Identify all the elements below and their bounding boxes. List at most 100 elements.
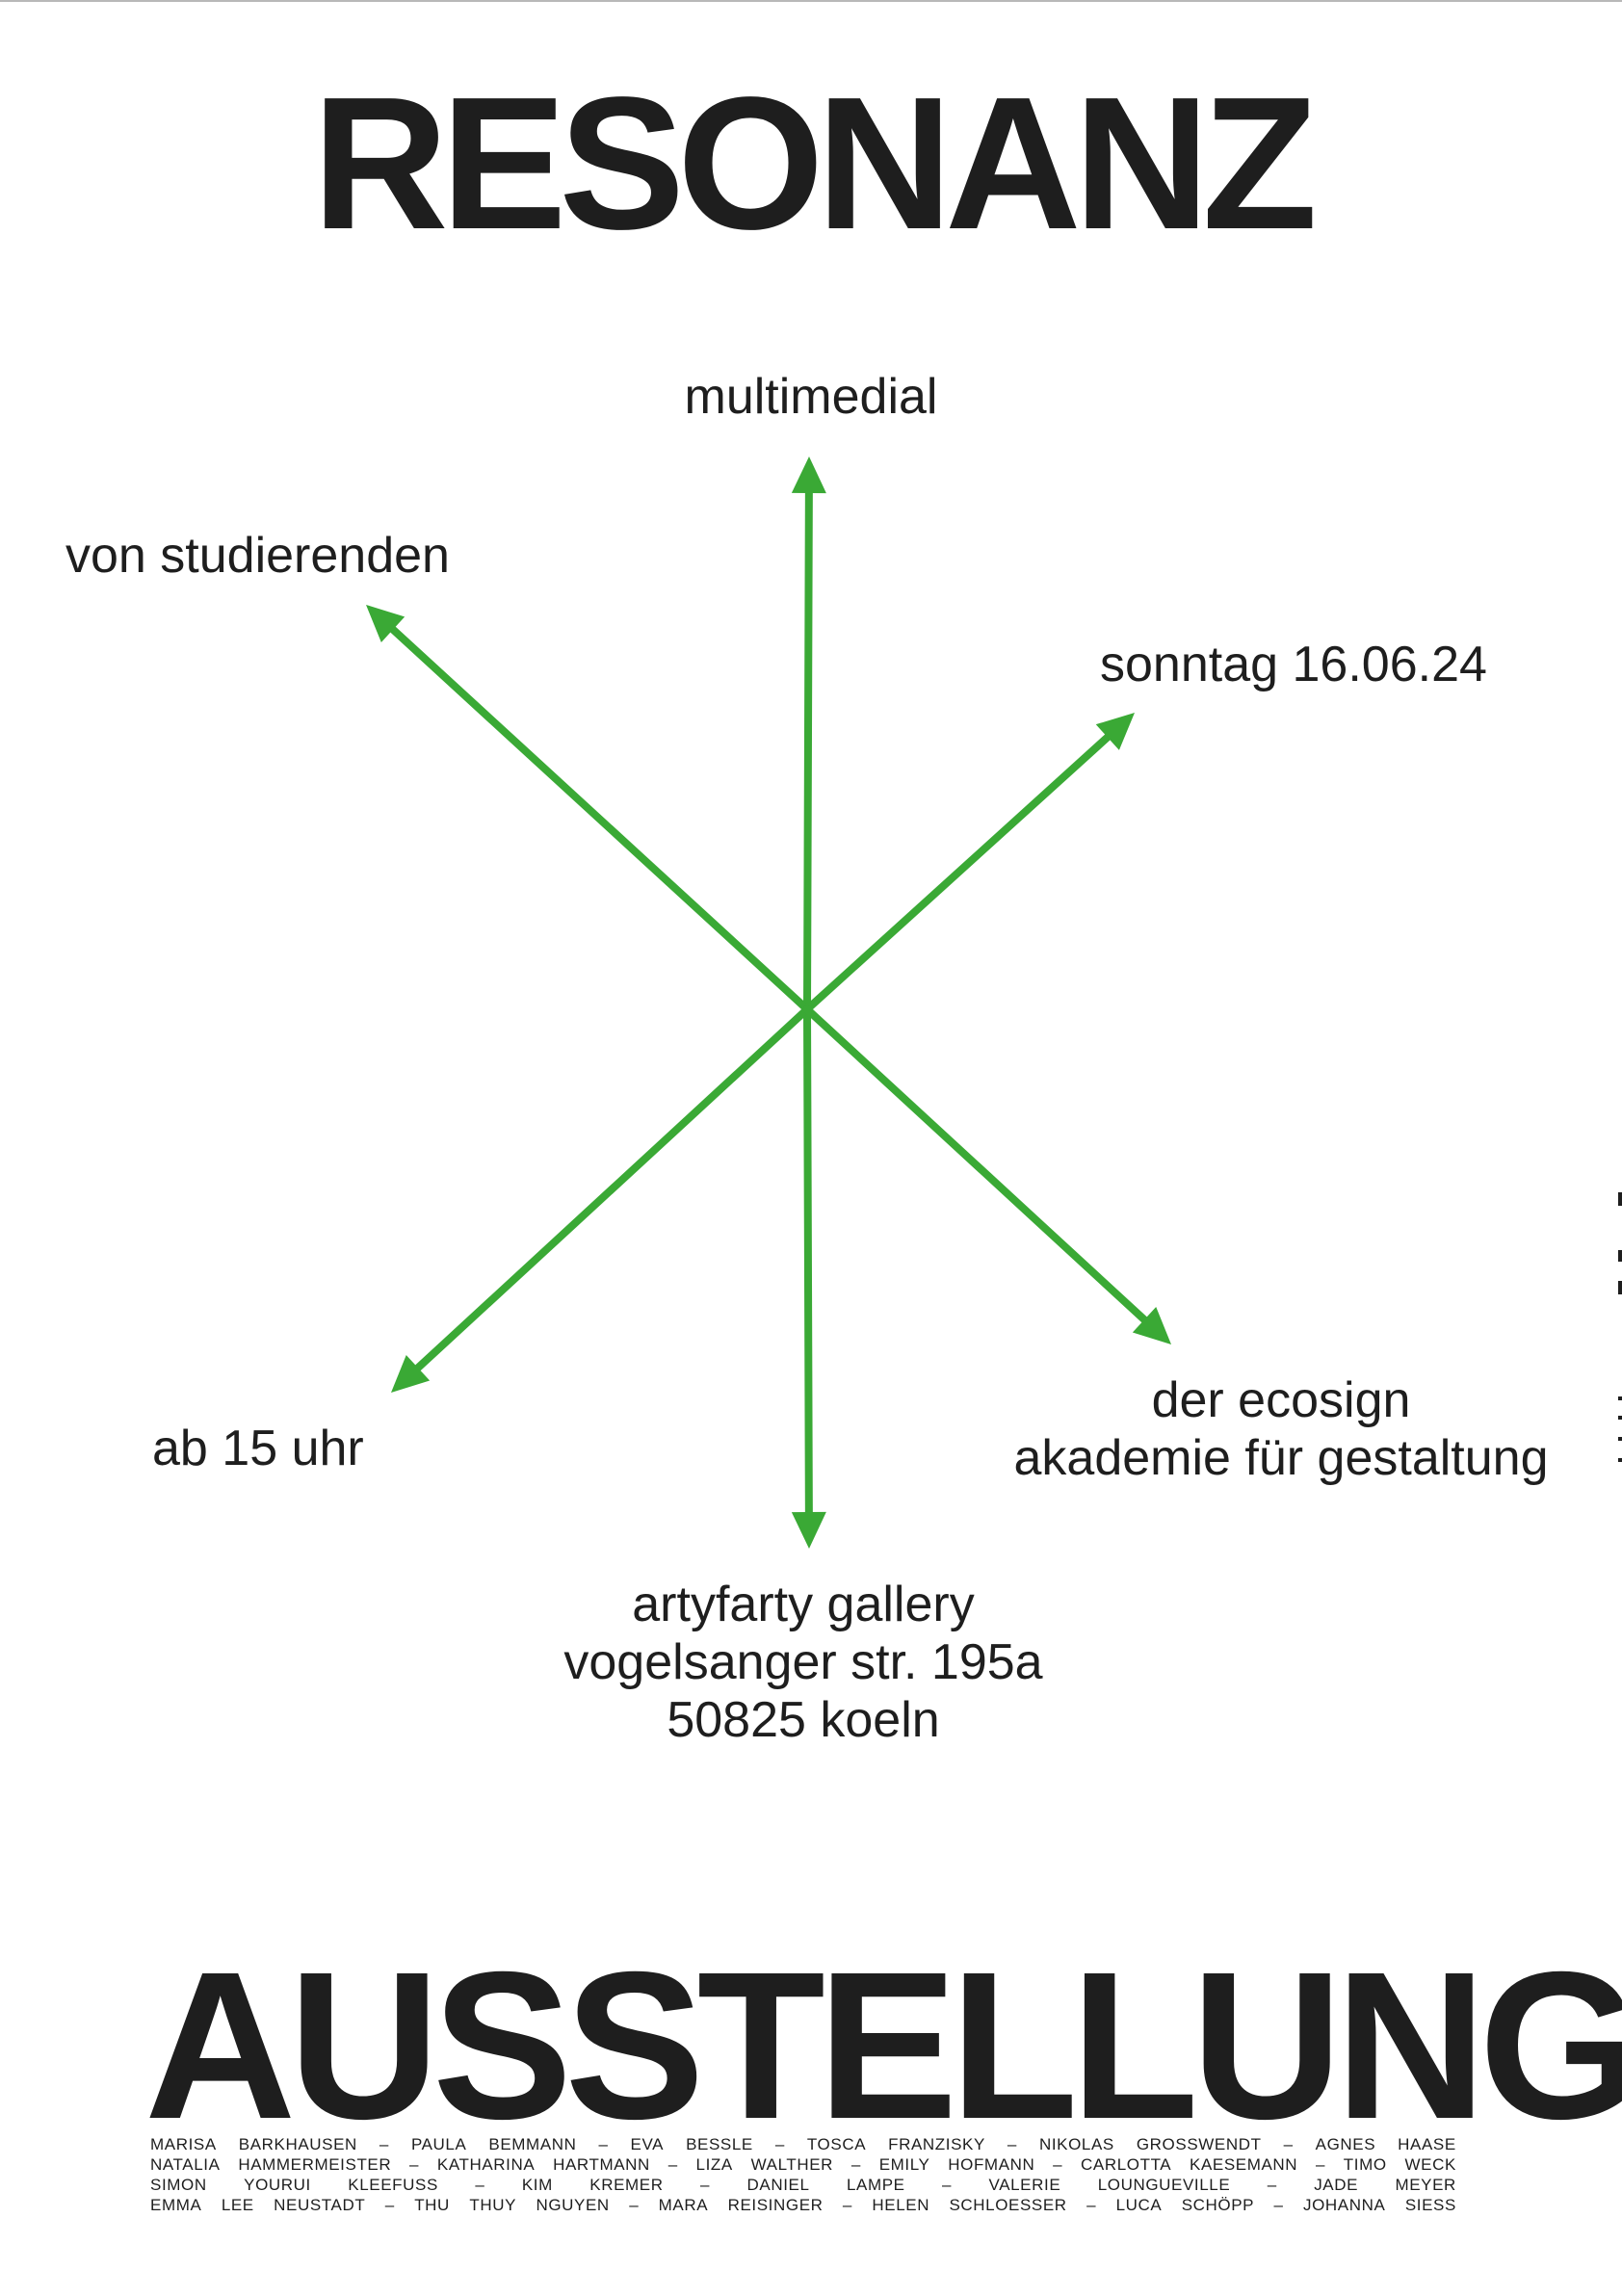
name-word: KREMER — [589, 2176, 664, 2194]
name-word: SCHÖPP — [1181, 2196, 1255, 2214]
label-von-studierenden: von studierenden — [65, 528, 450, 584]
arrow-down-shaft — [803, 1005, 813, 1521]
arrow-upper-right — [803, 713, 1135, 1013]
name-separator: – — [409, 2155, 420, 2174]
name-separator: – — [700, 2176, 711, 2194]
name-word: LUCA — [1115, 2196, 1163, 2214]
name-word: JADE — [1314, 2176, 1359, 2194]
name-separator: – — [1086, 2196, 1097, 2214]
name-word: GROSSWENDT — [1136, 2135, 1262, 2153]
name-word: HARTMANN — [553, 2155, 650, 2174]
name-word: SCHLOESSER — [949, 2196, 1067, 2214]
label-multimedial: multimedial — [684, 369, 938, 425]
name-word: MARISA — [150, 2135, 217, 2153]
arrow-upper-left — [366, 605, 811, 1013]
venue-name: artyfarty gallery — [632, 1577, 975, 1632]
name-word: NEUSTADT — [274, 2196, 366, 2214]
name-word: VALERIE — [988, 2176, 1061, 2194]
name-separator: – — [942, 2176, 953, 2194]
name-word: MARA — [658, 2196, 709, 2214]
name-separator: – — [384, 2196, 395, 2214]
top-border-line — [0, 0, 1622, 2]
label-organizer: der ecosign akademie für gestaltung — [973, 1371, 1589, 1487]
name-separator: – — [774, 2135, 785, 2153]
exhibition-title: RESONANZ — [312, 58, 1318, 269]
arrow-upper-left-head — [366, 605, 406, 642]
label-event-date: sonntag 16.06.24 — [1100, 637, 1487, 692]
name-word: TIMO — [1343, 2155, 1387, 2174]
venue-street: vogelsanger str. 195a — [563, 1634, 1043, 1690]
name-word: BESSLE — [686, 2135, 753, 2153]
organizer-line: akademie für gestaltung — [1013, 1430, 1549, 1486]
name-word: BARKHAUSEN — [238, 2135, 357, 2153]
name-separator: – — [667, 2155, 678, 2174]
name-word: KATHARINA — [436, 2155, 536, 2174]
names-row: MARISA BARKHAUSEN – PAULA BEMMANN – EVA BESSLE –… — [150, 2134, 1456, 2154]
name-word: LEE — [221, 2196, 254, 2214]
name-word: THUY — [469, 2196, 517, 2214]
name-word: EMILY — [878, 2155, 930, 2174]
name-word: HAMMERMEISTER — [238, 2155, 392, 2174]
name-word: WALTHER — [750, 2155, 834, 2174]
name-word: LAMPE — [846, 2176, 905, 2194]
name-word: CARLOTTA — [1081, 2155, 1172, 2174]
name-word: THU — [414, 2196, 450, 2214]
name-word: KAESEMANN — [1190, 2155, 1298, 2174]
name-separator: – — [598, 2135, 609, 2153]
name-word: EVA — [630, 2135, 665, 2153]
label-start-time: ab 15 uhr — [152, 1421, 364, 1476]
name-word: REISINGER — [727, 2196, 824, 2214]
arrow-upper-right-shaft — [803, 730, 1114, 1013]
arrow-lower-right-shaft — [803, 1005, 1151, 1326]
name-separator: – — [379, 2135, 389, 2153]
name-word: MEYER — [1395, 2176, 1456, 2194]
name-word: KLEEFUSS — [348, 2176, 438, 2194]
arrow-up-head — [791, 457, 826, 494]
name-word: NGUYEN — [536, 2196, 610, 2214]
name-word: KIM — [521, 2176, 553, 2194]
name-word: HAASE — [1398, 2135, 1456, 2153]
name-word: BEMMANN — [488, 2135, 577, 2153]
right-edge-crop-marks — [1618, 848, 1622, 1483]
name-word: HELEN — [872, 2196, 930, 2214]
name-word: AGNES — [1315, 2135, 1376, 2153]
name-separator: – — [1283, 2135, 1294, 2153]
name-separator: – — [842, 2196, 852, 2214]
name-separator: – — [1053, 2155, 1063, 2174]
arrow-up-shaft — [803, 484, 813, 1013]
name-word: EMMA — [150, 2196, 202, 2214]
arrow-lower-left-shaft — [411, 1005, 811, 1374]
name-word: WECK — [1404, 2155, 1456, 2174]
name-word: JOHANNA — [1303, 2196, 1386, 2214]
name-separator: – — [1315, 2155, 1326, 2174]
label-venue-address: artyfarty gallery vogelsanger str. 195a … — [418, 1576, 1189, 1749]
arrow-upper-right-head — [1095, 713, 1135, 750]
name-word: PAULA — [410, 2135, 467, 2153]
name-separator: – — [850, 2155, 861, 2174]
name-word: SIESS — [1404, 2196, 1456, 2214]
name-word: DANIEL — [746, 2176, 810, 2194]
name-separator: – — [475, 2176, 485, 2194]
name-separator: – — [1273, 2196, 1284, 2214]
arrow-down-head — [791, 1511, 826, 1549]
arrow-upper-left-shaft — [386, 622, 811, 1013]
arrow-lower-left — [391, 1005, 811, 1393]
arrow-lower-right-head — [1132, 1307, 1171, 1344]
name-word: NATALIA — [150, 2155, 221, 2174]
venue-city: 50825 koeln — [667, 1692, 940, 1748]
name-word: SIMON — [150, 2176, 207, 2194]
name-word: LOUNGUEVILLE — [1097, 2176, 1231, 2194]
names-row: SIMON YOURUI KLEEFUSS – KIM KREMER – DANIEL LAMP… — [150, 2175, 1456, 2195]
name-word: FRANZISKY — [888, 2135, 985, 2153]
arrow-lower-left-head — [391, 1355, 431, 1393]
name-separator: – — [1007, 2135, 1017, 2153]
arrow-lower-right — [803, 1005, 1171, 1344]
name-word: TOSCA — [806, 2135, 867, 2153]
name-word: YOURUI — [244, 2176, 311, 2194]
name-word: LIZA — [695, 2155, 733, 2174]
name-word: NIKOLAS — [1038, 2135, 1114, 2153]
